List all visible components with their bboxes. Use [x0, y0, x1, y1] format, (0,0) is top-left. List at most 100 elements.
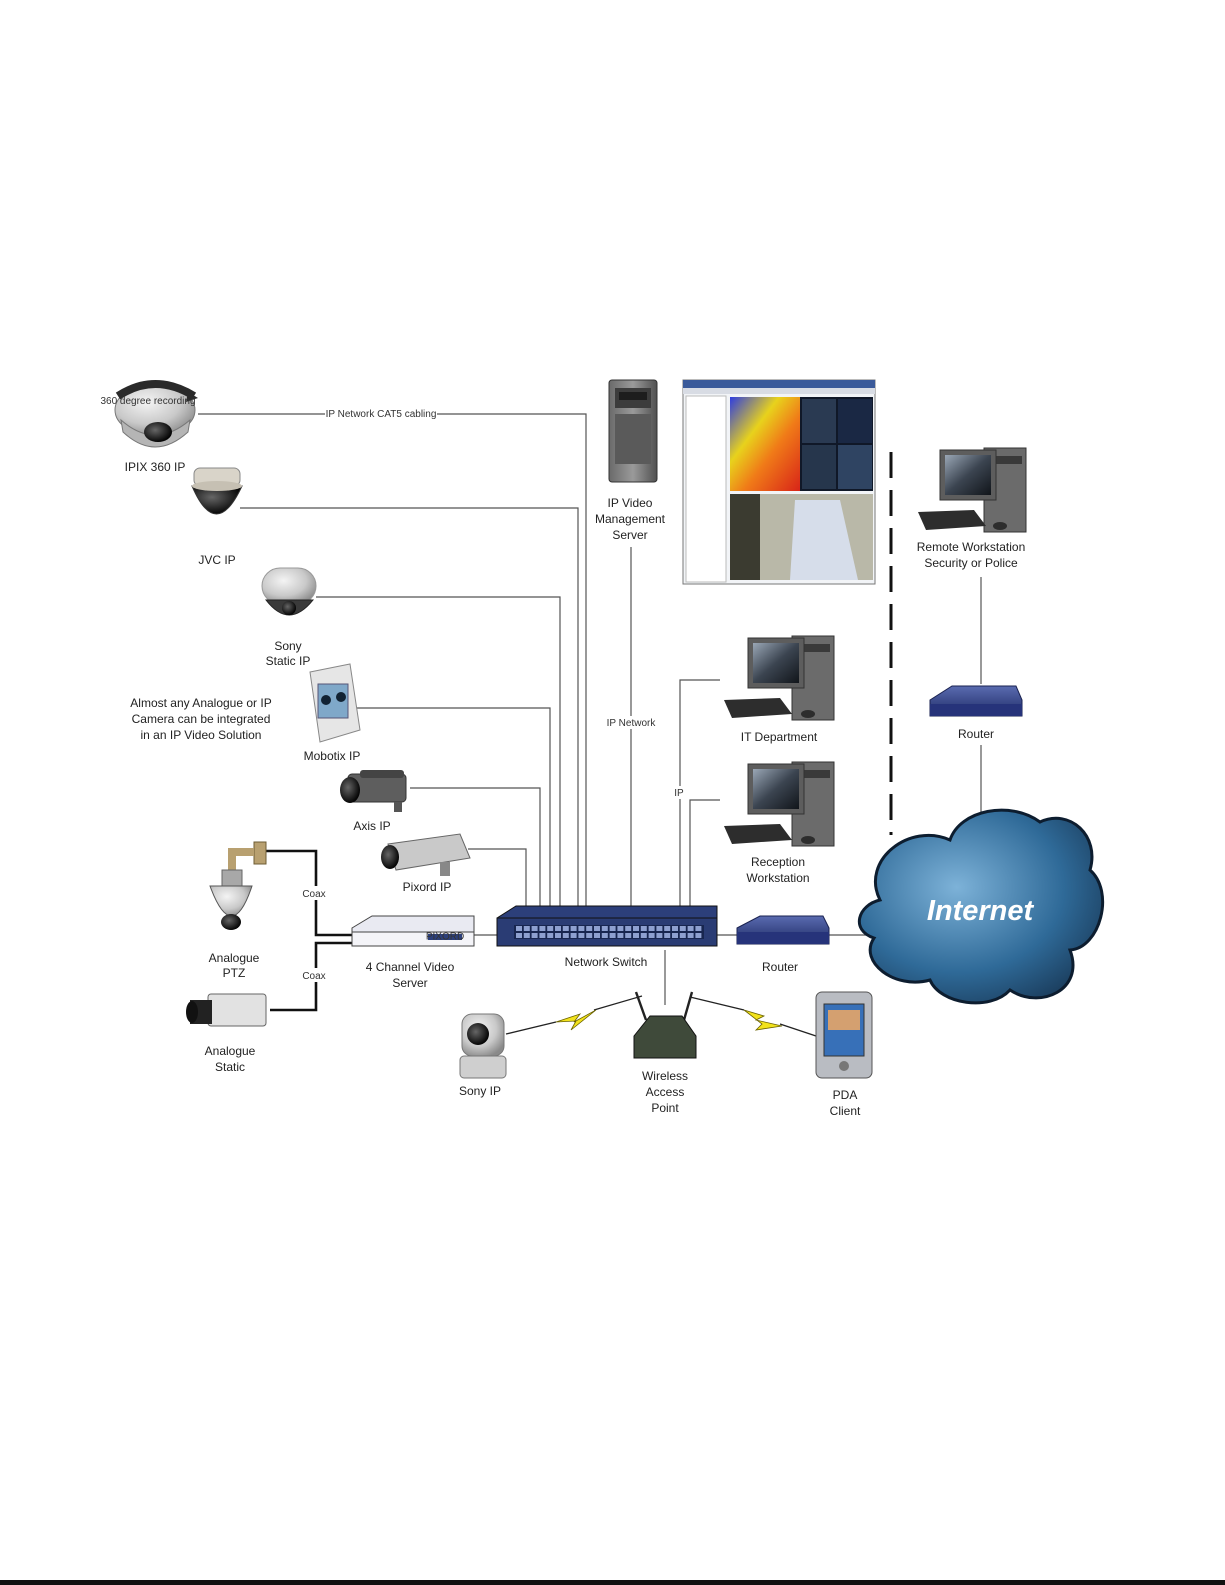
switch-port [648, 933, 655, 938]
pda-client [815, 991, 873, 1079]
vms-label-line1: IP Video [608, 496, 653, 510]
switch-port [523, 933, 530, 938]
reception-workstation [724, 761, 835, 847]
desktop-computer-icon [918, 447, 1027, 533]
cat5-cabling-label: IP Network CAT5 cabling [326, 409, 437, 420]
almost-any-note-line1: Almost any Analogue or IP [130, 696, 271, 710]
it-department-label: IT Department [741, 730, 818, 744]
switch-port [672, 926, 678, 931]
switch-port [586, 926, 593, 931]
switch-port [539, 933, 546, 938]
ip-label: IP [674, 788, 684, 799]
switch-port [695, 933, 702, 938]
monitoring-screen-icon [682, 379, 876, 585]
wap-label-line1: Wireless [642, 1069, 688, 1083]
coax-label-bottom: Coax [302, 971, 325, 982]
switch-port [664, 926, 671, 931]
reception-label-line1: Reception [751, 855, 805, 869]
switch-port [555, 933, 561, 938]
remote-label-line2: Security or Police [924, 556, 1018, 570]
lightning-icon [555, 1009, 597, 1031]
jvc-camera [191, 467, 243, 515]
desktop-computer-icon [724, 635, 835, 721]
server-tower-icon [608, 379, 658, 483]
switch-port [601, 926, 608, 931]
sony-static-label-line2: Static IP [266, 654, 311, 668]
pixord-label: Pixord IP [403, 880, 452, 894]
cloud-icon [857, 808, 1105, 1005]
router-icon [736, 915, 830, 945]
router-main [736, 915, 830, 945]
switch-port [547, 926, 554, 931]
ipix-camera: 360 degree recording [100, 380, 198, 448]
switch-port [633, 933, 639, 938]
switch-port [625, 933, 632, 938]
lightning-icon [743, 1009, 783, 1031]
switch-port [640, 933, 647, 938]
switch-port [531, 926, 538, 931]
switch-port [687, 933, 694, 938]
switch-port [539, 926, 546, 931]
wireless-access-point-icon [633, 991, 697, 1059]
switch-port [531, 933, 538, 938]
it-department-workstation [724, 635, 835, 721]
switch-port [609, 933, 616, 938]
switch-port [601, 933, 608, 938]
coax-lines [266, 849, 352, 1012]
switch-port [625, 926, 632, 931]
switch-port [617, 926, 624, 931]
switch-port [562, 933, 569, 938]
ptz-camera-icon [209, 841, 267, 930]
switch-port [578, 933, 585, 938]
switch-port [656, 933, 663, 938]
wireless-access-point [633, 991, 697, 1059]
internet-label: Internet [927, 895, 1035, 927]
pda-label-line1: PDA [833, 1088, 858, 1102]
switch-port [633, 926, 639, 931]
network-switch-icon [496, 905, 718, 947]
video-server: PIXORD [351, 915, 475, 947]
router-label-remote: Router [958, 727, 994, 741]
sony-ip-camera [459, 1013, 507, 1079]
switch-port [648, 926, 655, 931]
sony-static-label-line1: Sony [274, 639, 301, 653]
switch-port [672, 933, 678, 938]
switch-port [640, 926, 647, 931]
switch-port [594, 933, 600, 938]
internet-cloud [857, 808, 1105, 1005]
sony-static-camera [261, 567, 317, 616]
pda-icon [815, 991, 873, 1079]
analogue-static-camera [186, 993, 267, 1027]
switch-port [578, 926, 585, 931]
switch-port [570, 933, 577, 938]
switch-port [547, 933, 554, 938]
pda-label-line2: Client [830, 1104, 861, 1118]
ip-network-label: IP Network [607, 718, 657, 729]
network-switch [496, 905, 718, 947]
analogue-static-label-line2: Static [215, 1060, 245, 1074]
desktop-computer-icon [724, 761, 835, 847]
switch-port [609, 926, 616, 931]
video-server-label-line2: Server [392, 976, 427, 990]
dome-camera-icon [261, 567, 317, 616]
box-camera-icon [186, 993, 267, 1027]
wap-label-line2: Access [646, 1085, 685, 1099]
analogue-static-label-line1: Analogue [205, 1044, 256, 1058]
remote-workstation [918, 447, 1027, 533]
analogue-ptz-label-line2: PTZ [223, 966, 246, 980]
switch-port [687, 926, 694, 931]
mobotix-camera [309, 663, 361, 743]
coax-label-top: Coax [302, 889, 325, 900]
sony-ip-label: Sony IP [459, 1084, 501, 1098]
video-server-label-line1: 4 Channel Video [366, 960, 455, 974]
vms-server [608, 379, 658, 483]
switch-port [664, 933, 671, 938]
switch-ports [516, 926, 702, 938]
switch-port [523, 926, 530, 931]
router-icon [929, 685, 1023, 717]
axis-label: Axis IP [353, 819, 390, 833]
switch-port [679, 926, 686, 931]
switch-port [679, 933, 686, 938]
dome-camera-icon [191, 467, 243, 515]
